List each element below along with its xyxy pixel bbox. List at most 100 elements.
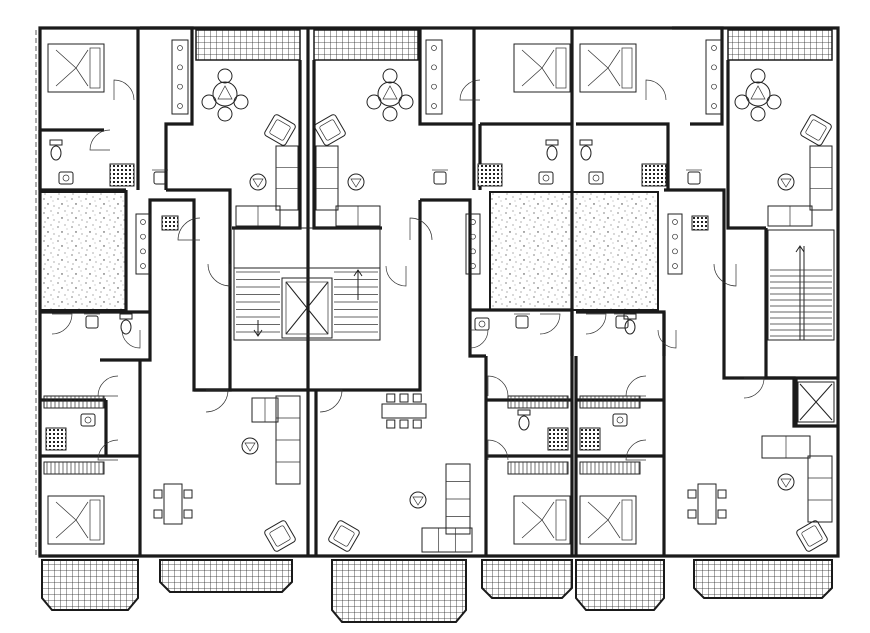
- door-swing: [207, 263, 231, 287]
- door-swing: [539, 313, 561, 335]
- sofa: [761, 435, 811, 459]
- door-swing: [319, 389, 343, 413]
- sink: [612, 413, 628, 427]
- shower-tray: [45, 427, 67, 451]
- top-terrace-2: [313, 29, 419, 61]
- bed: [513, 495, 571, 545]
- door-swing: [625, 375, 647, 397]
- bed: [579, 43, 637, 93]
- top-terrace-1: [195, 29, 301, 61]
- wardrobe: [579, 461, 641, 475]
- chair: [432, 169, 448, 185]
- dining-table: [381, 393, 427, 429]
- armchair: [328, 520, 360, 552]
- balcony-4: [481, 559, 573, 599]
- top-terrace-3: [727, 29, 833, 61]
- shower-tray: [579, 427, 601, 451]
- sofa: [235, 205, 281, 227]
- door-swing: [409, 217, 433, 241]
- floor-marker: [241, 437, 259, 455]
- armchair: [796, 520, 828, 552]
- furniture: [43, 39, 833, 553]
- armchair: [264, 520, 296, 552]
- bed: [579, 495, 637, 545]
- sofa: [445, 463, 471, 535]
- stair-core-right: [767, 229, 835, 423]
- floor-marker: [409, 491, 427, 509]
- shower-tray: [691, 215, 709, 231]
- courtyards: [39, 191, 659, 311]
- sofa: [767, 205, 813, 227]
- elevator-1: [281, 277, 333, 339]
- door-swing: [645, 79, 667, 101]
- stair-core-left: [233, 227, 381, 341]
- chair: [152, 169, 168, 185]
- toilet: [119, 313, 133, 335]
- courtyard-center: [489, 191, 659, 311]
- toilet: [623, 313, 637, 335]
- dining-table: [734, 68, 782, 122]
- sink: [474, 317, 490, 331]
- door-swing: [89, 129, 111, 151]
- kitchen-counter: [425, 39, 443, 115]
- bed: [47, 43, 105, 93]
- shower-tray: [547, 427, 569, 451]
- chair: [514, 313, 530, 329]
- shower-tray: [161, 215, 179, 231]
- courtyard-left: [39, 191, 127, 311]
- door-swing: [585, 313, 607, 335]
- balcony-5: [575, 559, 665, 611]
- shower-tray: [109, 163, 135, 187]
- door-swing: [487, 439, 509, 461]
- interior-walls: [38, 26, 838, 556]
- wardrobe: [507, 461, 569, 475]
- door-swing: [713, 263, 737, 287]
- armchair: [264, 114, 296, 146]
- door-swing: [459, 79, 481, 101]
- floor-marker: [347, 173, 365, 191]
- wardrobe: [579, 395, 641, 409]
- armchair: [800, 114, 832, 146]
- dining-table: [687, 483, 727, 525]
- kitchen-counter: [705, 39, 723, 115]
- kitchen-counter: [465, 213, 481, 275]
- toilet: [545, 139, 559, 161]
- balcony-2: [159, 559, 293, 593]
- shower-tray: [477, 163, 503, 187]
- door-swing: [657, 329, 677, 349]
- exterior-walls: [35, 26, 840, 558]
- sofa: [421, 527, 473, 553]
- balcony-1: [41, 559, 139, 611]
- chair: [686, 169, 702, 185]
- sofa: [315, 145, 339, 211]
- floor-marker: [777, 473, 795, 491]
- wardrobe: [507, 395, 569, 409]
- toilet: [579, 139, 593, 161]
- door-swing: [469, 329, 489, 349]
- sofa: [809, 145, 833, 211]
- door-swing: [97, 375, 119, 397]
- balconies: [41, 29, 833, 623]
- door-swing: [487, 375, 509, 397]
- chair: [84, 313, 100, 329]
- door-swing: [625, 439, 647, 461]
- door-swing: [121, 329, 141, 349]
- wardrobe: [43, 395, 105, 409]
- door-swing: [51, 313, 73, 335]
- sink: [538, 171, 554, 185]
- wardrobe: [43, 461, 105, 475]
- door-swing: [177, 217, 201, 241]
- kitchen-counter: [171, 39, 189, 115]
- bed: [47, 495, 105, 545]
- kitchen-counter: [135, 213, 151, 275]
- door-swing: [97, 439, 119, 461]
- sofa: [251, 397, 279, 423]
- elevator-2: [797, 381, 835, 423]
- sink: [80, 413, 96, 427]
- sink: [58, 171, 74, 185]
- dining-table: [201, 68, 249, 122]
- kitchen-counter: [667, 213, 683, 275]
- shower-tray: [641, 163, 667, 187]
- door-swing: [385, 265, 407, 287]
